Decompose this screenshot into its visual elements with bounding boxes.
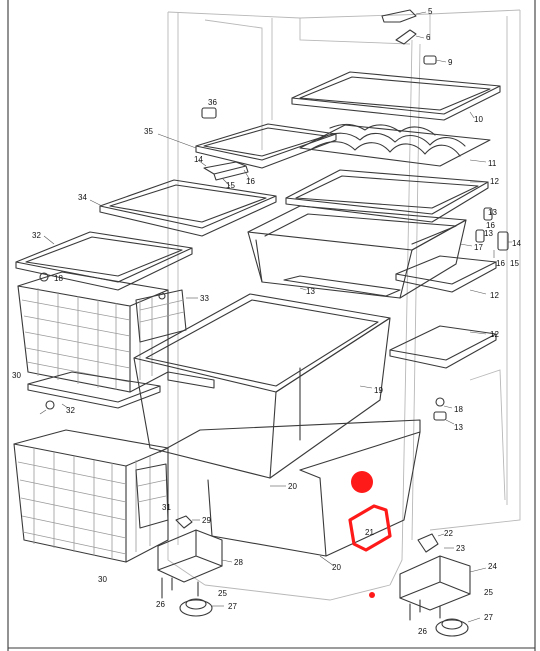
callout-c33: 33 [200,294,209,303]
callout-c31: 31 [162,503,171,512]
part-wire-basket-30-lower [13,429,169,563]
callout-c10: 10 [474,115,483,124]
part-shelf-13-middle [283,275,401,297]
part-screws-right [409,599,441,621]
part-hinge-top [381,9,427,45]
part-glass-shelf-34 [89,179,277,237]
part-glass-shelf-12-top [285,169,489,223]
callout-c34: 34 [78,193,87,202]
part-clip-18-lower [39,400,55,415]
callout-c12a: 12 [490,177,499,186]
callout-c13c: 13 [454,423,463,432]
callout-c20b: 20 [332,563,341,572]
part-glass-shelf-10 [291,71,501,121]
callout-c18a: 18 [54,274,63,283]
callout-c14a: 14 [194,155,203,164]
callout-c18b: 18 [454,405,463,414]
part-screws-left [161,577,199,599]
callout-c15b: 15 [510,259,519,268]
part-glass-shelf-12-lower [389,325,497,369]
callout-c21: 21 [365,528,374,537]
callout-c12c: 12 [490,330,499,339]
callout-c28: 28 [234,558,243,567]
callout-c11: 11 [488,159,497,168]
part-foot-assembly-left [157,515,233,583]
part-foot-assembly-right [399,533,487,611]
callout-c32b: 32 [66,406,75,415]
callout-c20a: 20 [288,482,297,491]
part-rail-14-16 [197,159,251,187]
callout-c16a: 16 [246,177,255,186]
callout-c27a: 27 [228,602,237,611]
part-rails-33 [135,289,198,343]
callout-c32a: 32 [32,231,41,240]
callout-c13d: 13 [484,229,493,238]
callout-c15a: 15 [226,181,235,190]
callout-c27b: 27 [484,613,493,622]
callout-c25a: 25 [218,589,227,598]
callout-c26b: 26 [418,627,427,636]
part-drawer-19 [133,293,391,479]
part-wire-basket-30-upper [17,271,169,393]
callout-c16b: 16 [496,259,505,268]
part-wine-rack-11 [299,123,491,167]
callout-c19: 19 [374,386,383,395]
callout-c14b: 14 [512,239,521,248]
callout-c5: 5 [428,7,433,16]
highlight-outline-part-21 [348,504,392,552]
callout-c30b: 30 [98,575,107,584]
part-leveling-foot-27-right [435,617,481,637]
callout-c13b: 13 [306,287,315,296]
highlight-dot-small [369,592,375,598]
callout-c30a: 30 [12,371,21,380]
callout-c36: 36 [208,98,217,107]
part-rails-31 [135,463,169,529]
callout-c26a: 26 [156,600,165,609]
callout-c9: 9 [448,58,453,67]
part-glass-shelf-32-lower [27,371,161,409]
part-leveling-foot-27-left [179,598,224,617]
callout-c22: 22 [444,529,453,538]
callout-c24: 24 [488,562,497,571]
part-glass-shelf-12-middle [395,255,497,295]
part-clips-18-13-right [433,397,455,425]
highlight-dot-large [351,471,373,493]
part-clip-9 [423,55,447,65]
part-glass-shelf-35 [157,123,337,169]
cabinet-outline [167,9,521,601]
callout-c16c: 16 [486,221,495,230]
callout-c13a: 13 [488,208,497,217]
part-glass-shelf-32 [15,231,193,291]
callout-labels: 5 6 9 10 11 12 12 12 13 13 13 13 14 14 1… [12,7,521,636]
part-bracket-36 [201,107,217,119]
callout-c17: 17 [474,243,483,252]
callout-c29: 29 [202,516,211,525]
callout-c35: 35 [144,127,153,136]
callout-c6: 6 [426,33,431,42]
callout-c23: 23 [456,544,465,553]
part-drawer-20 [159,419,421,567]
part-clips-right [475,207,512,258]
part-crisper-17 [247,205,473,299]
callout-c25b: 25 [484,588,493,597]
callout-c12b: 12 [490,291,499,300]
